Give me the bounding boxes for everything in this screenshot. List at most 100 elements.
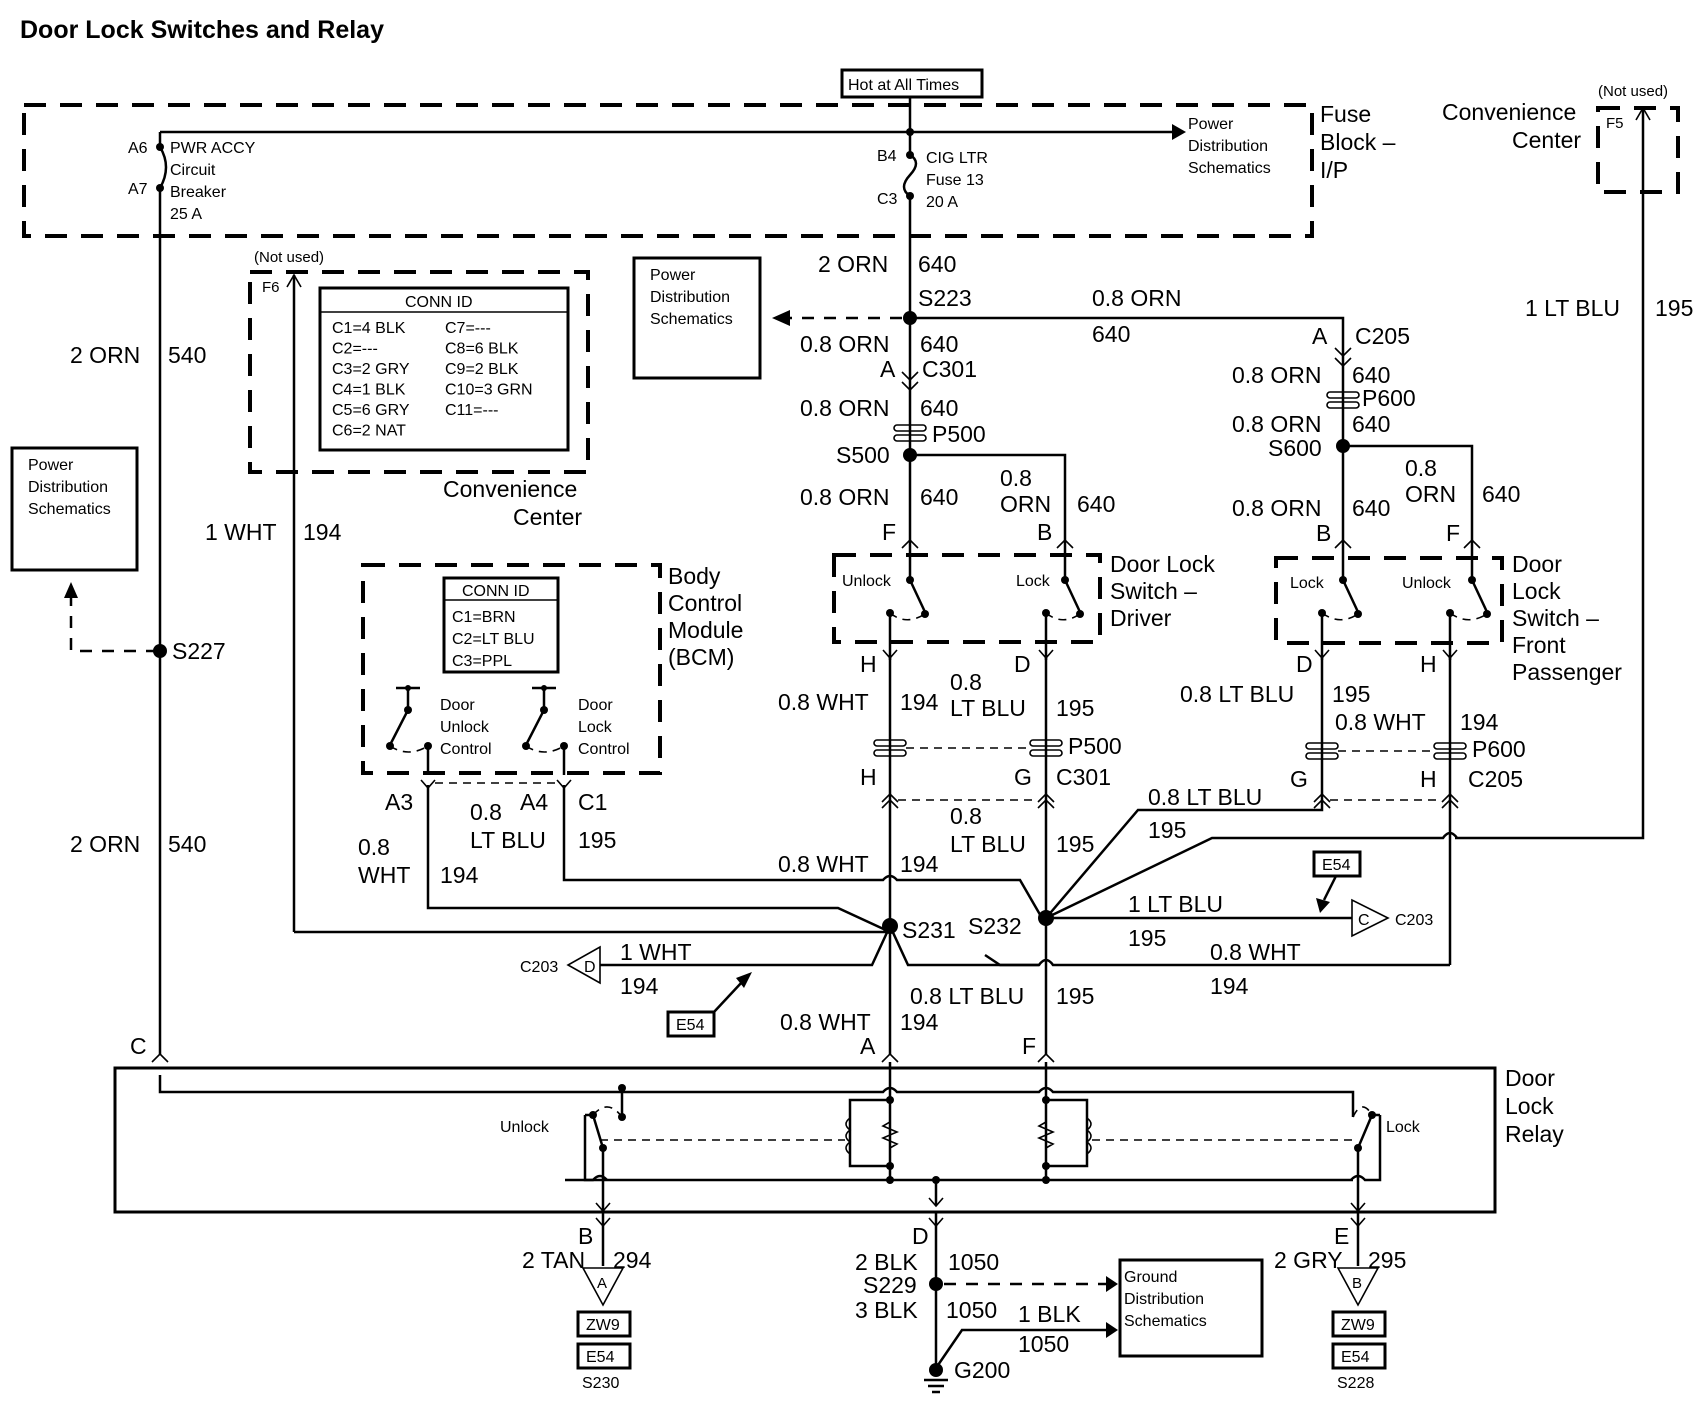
svg-text:G: G [1290, 766, 1308, 792]
svg-text:Power: Power [1188, 116, 1234, 133]
svg-text:Switch –: Switch – [1512, 605, 1599, 631]
svg-text:C205: C205 [1355, 323, 1410, 349]
svg-text:0.8 WHT: 0.8 WHT [1210, 939, 1301, 965]
svg-text:Unlock: Unlock [440, 719, 490, 736]
svg-text:B: B [578, 1223, 593, 1249]
svg-text:0.8: 0.8 [470, 799, 502, 825]
svg-text:H: H [1420, 651, 1437, 677]
svg-text:(BCM): (BCM) [668, 644, 734, 670]
conn-id-entry: C2=--- [332, 341, 378, 358]
svg-text:195: 195 [1148, 817, 1186, 843]
svg-text:2 BLK: 2 BLK [855, 1249, 918, 1275]
svg-text:0.8 WHT: 0.8 WHT [778, 689, 869, 715]
svg-text:Power: Power [28, 457, 74, 474]
svg-text:540: 540 [168, 831, 206, 857]
svg-text:C1: C1 [578, 789, 607, 815]
svg-text:2 ORN: 2 ORN [70, 342, 140, 368]
svg-text:0.8 ORN: 0.8 ORN [1232, 495, 1321, 521]
svg-text:195: 195 [1056, 695, 1094, 721]
svg-text:A: A [597, 1275, 607, 1292]
svg-text:S232: S232 [968, 913, 1022, 939]
door-lock-relay[interactable]: Unlock Lock Door Lock Relay [113, 1062, 1564, 1214]
fuse-block-ip: Fuse Block – I/P [22, 101, 1396, 238]
ground-distribution-box: Ground Distribution Schematics [1118, 1258, 1264, 1358]
svg-text:Module: Module [668, 617, 743, 643]
pass-through-p600-top [1326, 391, 1360, 409]
svg-text:0.8: 0.8 [358, 834, 390, 860]
svg-text:0.8 ORN: 0.8 ORN [800, 395, 889, 421]
svg-text:CONN ID: CONN ID [405, 294, 473, 311]
svg-text:0.8 ORN: 0.8 ORN [800, 484, 889, 510]
svg-text:640: 640 [1077, 491, 1115, 517]
svg-text:E54: E54 [676, 1017, 705, 1034]
conn-id-entry: C5=6 GRY [332, 402, 410, 419]
svg-text:(Not used): (Not used) [1598, 83, 1668, 100]
svg-text:S223: S223 [918, 285, 972, 311]
svg-text:640: 640 [1092, 321, 1130, 347]
svg-text:ORN: ORN [1405, 481, 1456, 507]
svg-text:0.8 LT BLU: 0.8 LT BLU [1148, 784, 1262, 810]
svg-text:1 WHT: 1 WHT [620, 939, 692, 965]
svg-text:0.8 ORN: 0.8 ORN [800, 331, 889, 357]
svg-text:S227: S227 [172, 638, 226, 664]
svg-text:Ground: Ground [1124, 1269, 1177, 1286]
svg-text:Center: Center [513, 504, 582, 530]
svg-text:Schematics: Schematics [28, 501, 111, 518]
svg-text:0.8 ORN: 0.8 ORN [1232, 362, 1321, 388]
pass-through-p500-top [893, 424, 927, 442]
svg-text:B: B [1352, 1275, 1362, 1292]
svg-text:20 A: 20 A [926, 194, 958, 211]
hot-at-all-times-label: Hot at All Times [848, 77, 959, 94]
door-lock-switch-front-passenger[interactable]: Lock Unlock Door Lock Switch – Front Pas… [1274, 551, 1622, 685]
svg-text:3 BLK: 3 BLK [855, 1297, 918, 1323]
svg-text:S229: S229 [863, 1272, 917, 1298]
svg-text:294: 294 [613, 1247, 652, 1273]
svg-text:194: 194 [900, 851, 939, 877]
svg-text:Lock: Lock [1386, 1119, 1421, 1136]
arrow-right-icon [1172, 124, 1186, 140]
svg-text:P500: P500 [932, 421, 986, 447]
svg-text:194: 194 [1460, 709, 1499, 735]
option-e54-left: E54 [666, 972, 752, 1038]
svg-text:C2=LT BLU: C2=LT BLU [452, 631, 535, 648]
svg-text:Control: Control [440, 741, 492, 758]
svg-text:Control: Control [668, 590, 742, 616]
ground-ref-b: B ZW9 E54 S228 [1331, 1267, 1387, 1392]
svg-text:0.8: 0.8 [950, 669, 982, 695]
svg-text:E54: E54 [586, 1349, 615, 1366]
svg-text:Distribution: Distribution [1124, 1291, 1204, 1308]
door-lock-switch-driver[interactable]: Unlock Lock Door Lock Switch – Driver [832, 551, 1215, 660]
svg-text:Circuit: Circuit [170, 162, 216, 179]
splice-s227 [153, 644, 167, 658]
svg-text:A4: A4 [520, 789, 548, 815]
svg-text:S228: S228 [1337, 1375, 1374, 1392]
svg-text:S230: S230 [582, 1375, 619, 1392]
svg-text:E54: E54 [1322, 857, 1351, 874]
svg-text:Lock: Lock [578, 719, 613, 736]
svg-text:LT BLU: LT BLU [950, 831, 1026, 857]
svg-text:194: 194 [1210, 973, 1249, 999]
svg-text:1 BLK: 1 BLK [1018, 1301, 1081, 1327]
svg-text:0.8 WHT: 0.8 WHT [780, 1009, 871, 1035]
svg-text:G: G [1014, 764, 1032, 790]
svg-text:D: D [584, 959, 596, 976]
svg-text:LT BLU: LT BLU [470, 827, 546, 853]
svg-text:Fuse 13: Fuse 13 [926, 172, 984, 189]
svg-text:1 LT BLU: 1 LT BLU [1128, 891, 1223, 917]
svg-text:A: A [1312, 323, 1328, 349]
svg-text:2 TAN: 2 TAN [522, 1247, 585, 1273]
svg-text:Door: Door [440, 697, 475, 714]
svg-text:640: 640 [1352, 411, 1390, 437]
svg-text:640: 640 [1352, 362, 1390, 388]
svg-text:0.8 ORN: 0.8 ORN [1092, 285, 1181, 311]
pass-through-p600-bottom [1305, 742, 1467, 760]
svg-text:Front: Front [1512, 632, 1566, 658]
svg-text:194: 194 [440, 862, 479, 888]
body-control-module[interactable]: CONN ID C1=BRN C2=LT BLU C3=PPL Door Unl… [361, 563, 743, 775]
svg-text:194: 194 [900, 689, 939, 715]
conn-id-entry: C9=2 BLK [445, 361, 519, 378]
svg-text:Lock: Lock [1505, 1093, 1554, 1119]
svg-text:D: D [912, 1223, 929, 1249]
svg-text:Distribution: Distribution [1188, 138, 1268, 155]
